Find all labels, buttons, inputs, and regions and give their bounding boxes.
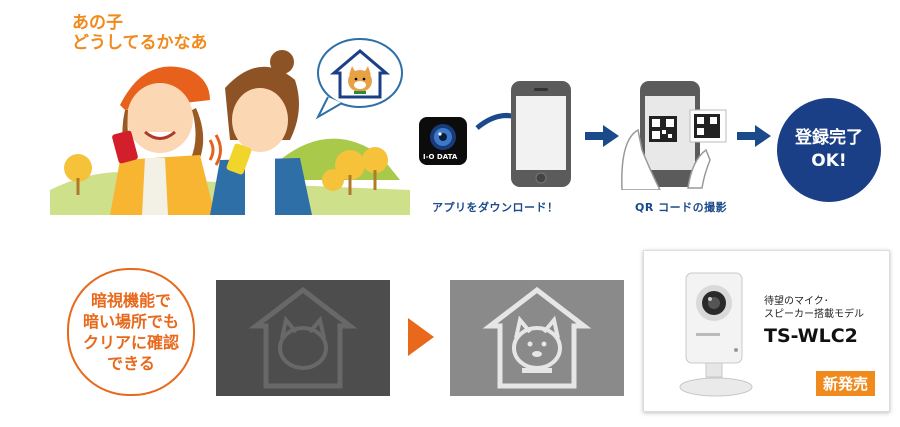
tagline-line-1: 待望のマイク･ — [764, 296, 829, 307]
night-line-2: 暗い場所でも — [82, 312, 179, 331]
speech-line-2: どうしてるかなあ — [72, 33, 208, 53]
house-dog-bubble — [315, 38, 403, 120]
product-card[interactable]: 待望のマイク･ スピーカー搭載モデル TS-WLC2 新発売 — [643, 250, 890, 412]
registration-complete-badge: 登録完了 OK! — [777, 98, 881, 202]
new-release-badge: 新発売 — [816, 371, 876, 396]
step-arrow-icon-2 — [737, 125, 771, 147]
step-arrow-icon — [585, 125, 619, 147]
dark-view-panel — [216, 280, 390, 396]
smartphone-blank-image — [511, 81, 571, 187]
camera-lens-icon — [430, 124, 456, 150]
download-caption: アプリをダウンロード！ — [432, 201, 559, 214]
night-line-3: クリアに確認 — [82, 333, 179, 352]
done-line-2: OK! — [811, 151, 847, 171]
house-dog-clear-icon — [482, 286, 592, 389]
app-icon-label: I-O DATA — [423, 153, 458, 161]
product-model: TS-WLC2 — [764, 325, 858, 347]
clear-view-panel — [450, 280, 624, 396]
illustration-women-with-phones — [50, 50, 410, 215]
house-dog-dark-icon — [248, 286, 358, 389]
speech-text: あの子 どうしてるかなあ — [72, 13, 208, 53]
tagline-line-2: スピーカー搭載モデル — [764, 309, 864, 320]
network-camera-image — [679, 272, 753, 397]
night-vision-callout: 暗視機能で 暗い場所でも クリアに確認 できる — [67, 268, 195, 396]
done-line-1: 登録完了 — [795, 128, 863, 148]
play-arrow-icon — [408, 318, 434, 356]
night-line-1: 暗視機能で — [90, 291, 171, 310]
app-icon[interactable]: I-O DATA — [419, 117, 467, 165]
qr-scan-phone-image — [621, 81, 727, 190]
dog-icon — [348, 66, 372, 94]
night-line-4: できる — [107, 354, 155, 373]
speech-line-1: あの子 — [72, 13, 123, 33]
qr-caption: QR コードの撮影 — [635, 201, 728, 214]
product-tagline: 待望のマイク･ スピーカー搭載モデル — [764, 295, 864, 321]
